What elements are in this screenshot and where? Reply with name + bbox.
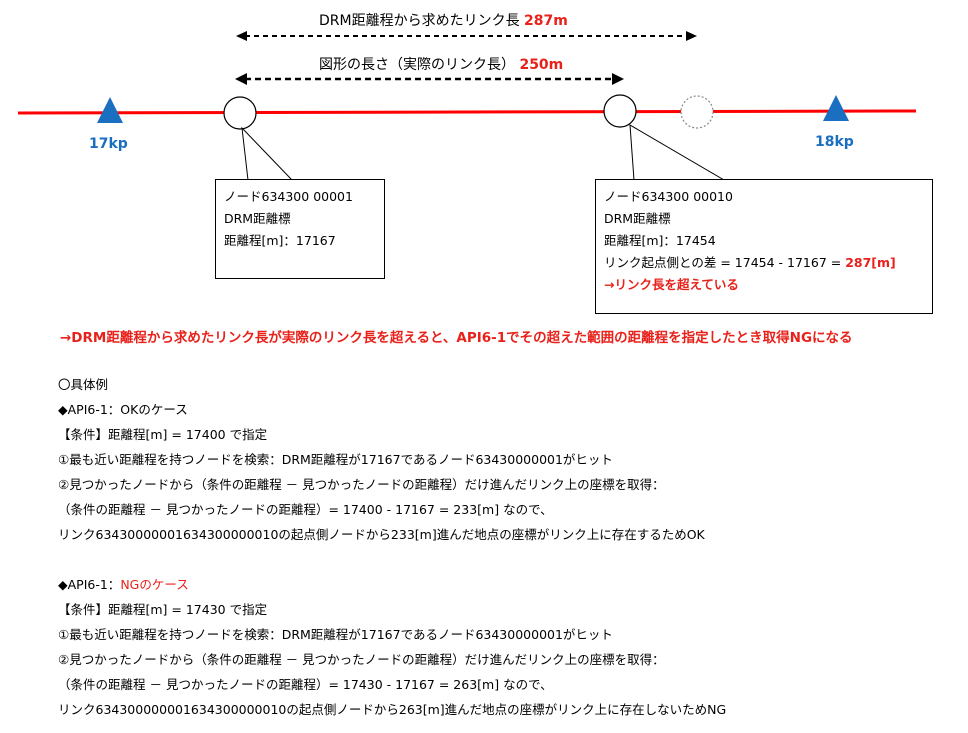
drm-length-arrow (236, 31, 697, 41)
ng-case-title: ◆API6-1：NGのケース (58, 577, 189, 592)
node-left-type: DRM距離標 (224, 211, 291, 226)
ng-case-result: リンク6343000000016343000000​10の起点側ノードから263… (58, 702, 727, 717)
callout-pointer-right (629, 124, 726, 181)
examples-heading: 〇具体例 (58, 377, 109, 392)
ok-case-step1: ①最も近い距離程を持つノードを検索：DRM距離程が17167であるノード6343… (58, 452, 613, 467)
shape-length-arrow (235, 73, 624, 85)
callout-pointer-left (241, 126, 294, 181)
ok-case-title: ◆API6-1：OKのケース (58, 402, 188, 417)
node-left-callout: ノード634300 00001 DRM距離標 距離程[m]：17167 (215, 179, 385, 279)
node-left-id: ノード634300 00001 (224, 189, 353, 204)
kp18-triangle-icon (823, 95, 849, 121)
node-right-circle (603, 94, 637, 128)
node-right-distance: 距離程[m]：17454 (604, 233, 716, 248)
ok-case-result: リンク634300000016343000000​10の起点側ノードから233[… (58, 527, 705, 542)
road-link-line (17, 109, 917, 115)
kp17-label: 17kp (89, 136, 128, 152)
kp18-label: 18kp (815, 134, 854, 150)
section-spacer (58, 547, 726, 572)
node-dotted-circle (680, 95, 714, 129)
node-right-type: DRM距離標 (604, 211, 671, 226)
node-right-id: ノード634300 00010 (604, 189, 733, 204)
kp17-triangle-icon (97, 97, 123, 123)
drm-length-value: 287m (524, 13, 568, 29)
ok-case-condition: 【条件】距離程[m] = 17400 で指定 (58, 427, 268, 442)
node-right-diff: リンク起点側との差 = 17454 - 17167 = 287[m] (604, 255, 896, 270)
node-left-distance: 距離程[m]：17167 (224, 233, 336, 248)
ng-explanation-note: →DRM距離程から求めたリンク長が実際のリンク長を超えると、API6-1でその超… (60, 330, 853, 346)
ng-case-step2: ②見つかったノードから（条件の距離程 － 見つかったノードの距離程）だけ進んだリ… (58, 652, 665, 667)
ok-case-step2: ②見つかったノードから（条件の距離程 － 見つかったノードの距離程）だけ進んだリ… (58, 477, 665, 492)
node-right-callout: ノード634300 00010 DRM距離標 距離程[m]：17454 リンク起… (595, 179, 933, 314)
examples-section: 〇具体例 ◆API6-1：OKのケース 【条件】距離程[m] = 17400 で… (58, 372, 726, 722)
node-right-exceed-note: →リンク長を超えている (604, 277, 739, 292)
drm-length-label: DRM距離程から求めたリンク長 287m (319, 13, 568, 29)
ng-case-calc: （条件の距離程 － 見つかったノードの距離程）= 17430 - 17167 =… (58, 677, 553, 692)
ng-case-step1: ①最も近い距離程を持つノードを検索：DRM距離程が17167であるノード6343… (58, 627, 613, 642)
ng-case-condition: 【条件】距離程[m] = 17430 で指定 (58, 602, 268, 617)
shape-length-value: 250m (519, 57, 564, 73)
shape-length-label: 図形の長さ（実際のリンク長） 250m (319, 57, 564, 73)
node-left-circle (223, 96, 257, 130)
ok-case-calc: （条件の距離程 － 見つかったノードの距離程）= 17400 - 17167 =… (58, 502, 553, 517)
